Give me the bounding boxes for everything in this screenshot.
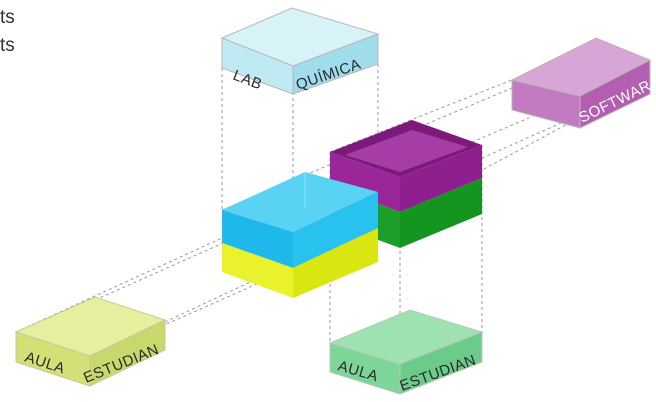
cyan-yellow-block bbox=[222, 172, 378, 298]
software-box: SOFTWAR bbox=[510, 37, 654, 129]
aula-estudian-left-box: AULA ESTUDIAN bbox=[14, 296, 167, 387]
aula-estudian-right-box: AULA ESTUDIAN bbox=[328, 309, 484, 395]
legend-fragment-2: ts bbox=[0, 35, 15, 56]
lab-quimica-box: LAB QUÍMICA bbox=[220, 7, 380, 95]
legend-fragment-1: ts bbox=[0, 7, 15, 28]
